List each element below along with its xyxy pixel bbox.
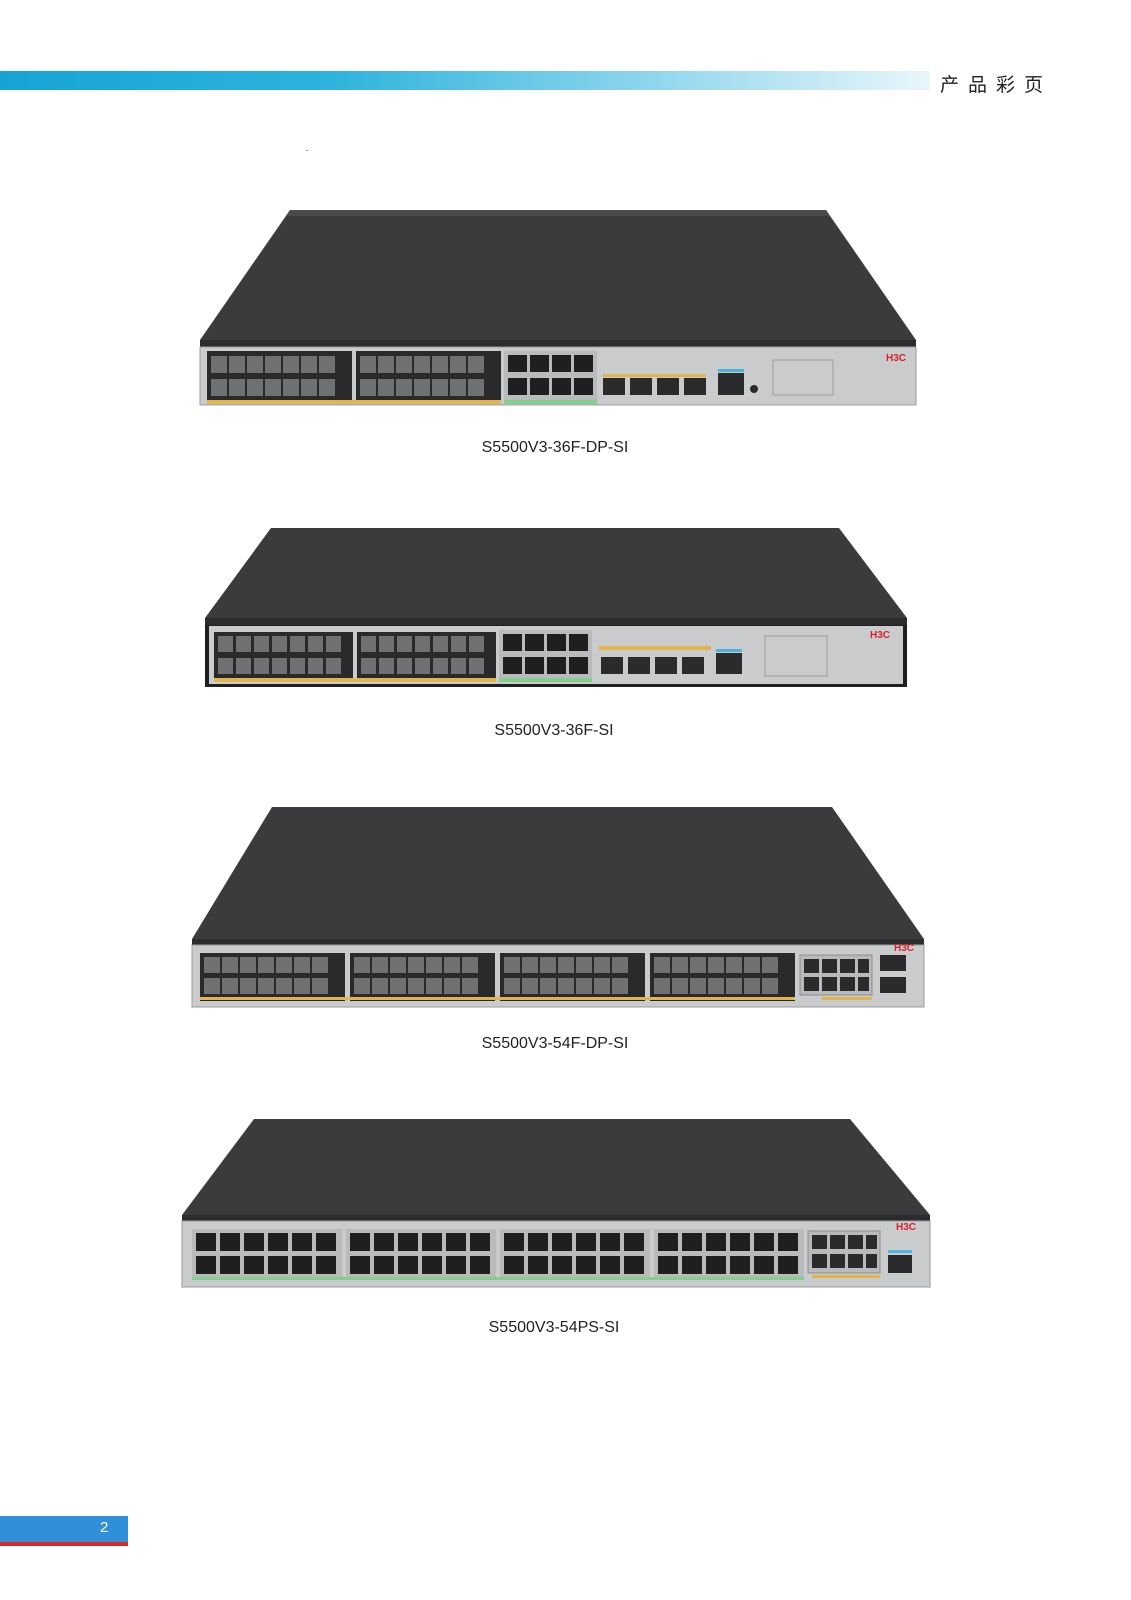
product-image-36f-dp-si: H3C xyxy=(198,208,918,408)
product-caption-54ps-si: S5500V3-54PS-SI xyxy=(488,1319,620,1336)
svg-text:H3C: H3C xyxy=(894,943,914,954)
svg-text:H3C: H3C xyxy=(886,353,906,364)
header-accent-bar xyxy=(0,71,930,90)
footer-red-stripe xyxy=(0,1542,128,1546)
page-header-title: 产品彩页 xyxy=(940,74,1053,96)
product-image-54f-dp-si: H3C xyxy=(190,805,926,1010)
svg-text:H3C: H3C xyxy=(870,630,890,641)
footer-page-tab xyxy=(0,1516,128,1542)
product-caption-54f-dp-si: S5500V3-54F-DP-SI xyxy=(481,1035,629,1052)
svg-text:H3C: H3C xyxy=(896,1222,916,1233)
decorative-dot xyxy=(306,150,308,151)
product-image-54ps-si: H3C xyxy=(180,1117,932,1292)
product-image-36f-si: H3C xyxy=(203,526,909,691)
product-caption-36f-si: S5500V3-36F-SI xyxy=(494,722,614,739)
product-caption-36f-dp-si: S5500V3-36F-DP-SI xyxy=(481,439,629,456)
page-number: 2 xyxy=(100,1519,109,1536)
